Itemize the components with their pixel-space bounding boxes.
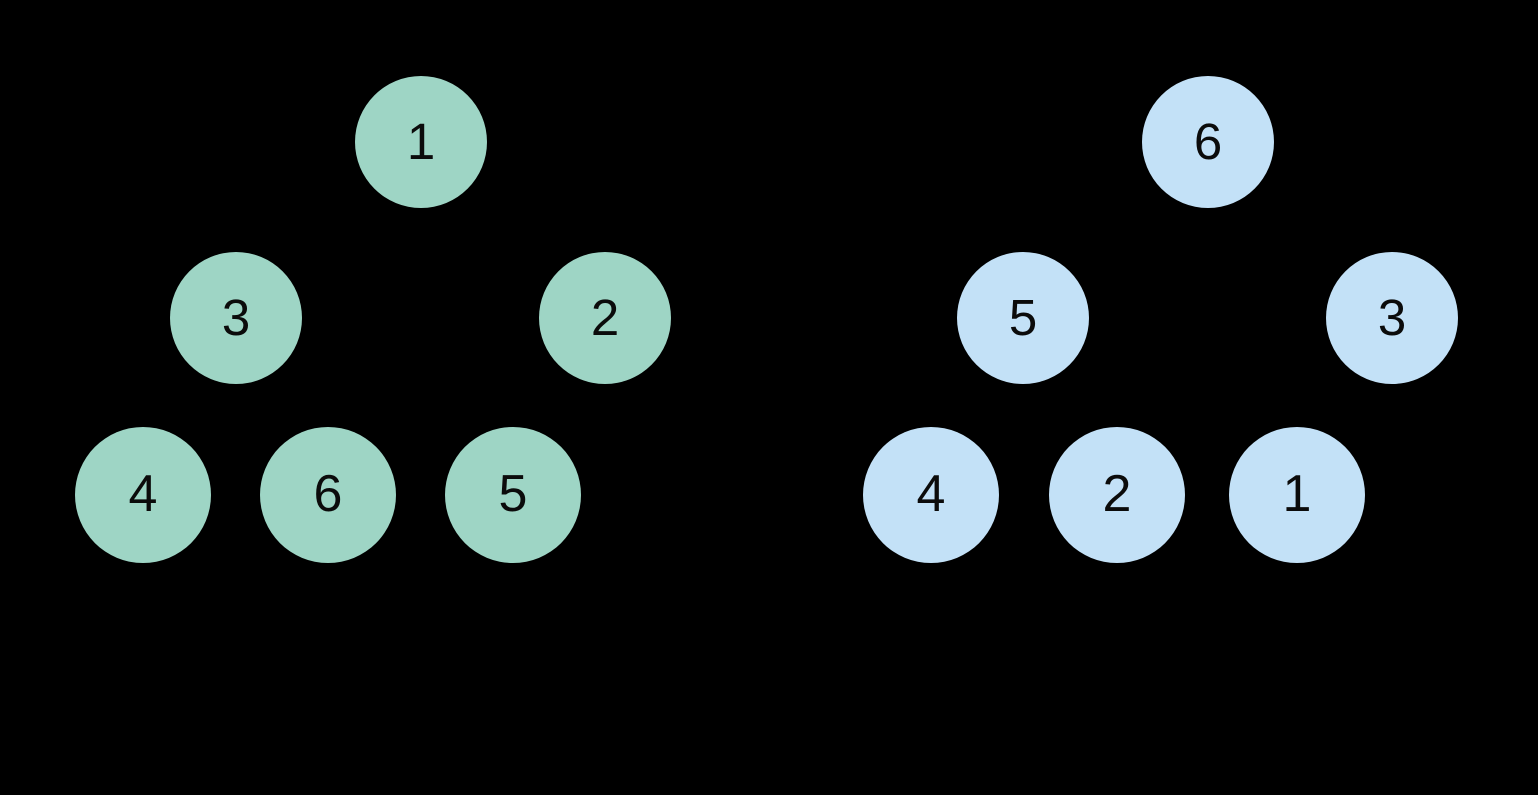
tree-node[interactable]: 5 [445,427,581,563]
tree-node-label: 6 [313,465,343,523]
tree-node-label: 1 [1282,465,1312,523]
tree-node-label: 6 [1193,112,1223,170]
tree-node-label: 4 [128,465,158,523]
tree-node-label: 3 [221,288,251,346]
tree-node-label: 5 [1008,288,1038,346]
tree-node[interactable]: 1 [1229,427,1365,563]
tree-node[interactable]: 1 [355,76,487,208]
tree-node[interactable]: 2 [539,252,671,384]
tree-node-label: 2 [1102,465,1132,523]
tree-node-label: 4 [916,465,946,523]
tree-node[interactable]: 5 [957,252,1089,384]
tree-node-label: 5 [498,465,528,523]
tree-node[interactable]: 3 [1326,252,1458,384]
tree-node-label: 3 [1377,288,1407,346]
tree-node[interactable]: 6 [260,427,396,563]
tree-node[interactable]: 2 [1049,427,1185,563]
tree-node[interactable]: 4 [863,427,999,563]
tree-node[interactable]: 6 [1142,76,1274,208]
tree-node[interactable]: 3 [170,252,302,384]
tree-node-label: 1 [406,112,436,170]
tree-node[interactable]: 4 [75,427,211,563]
tree-node-label: 2 [590,288,620,346]
